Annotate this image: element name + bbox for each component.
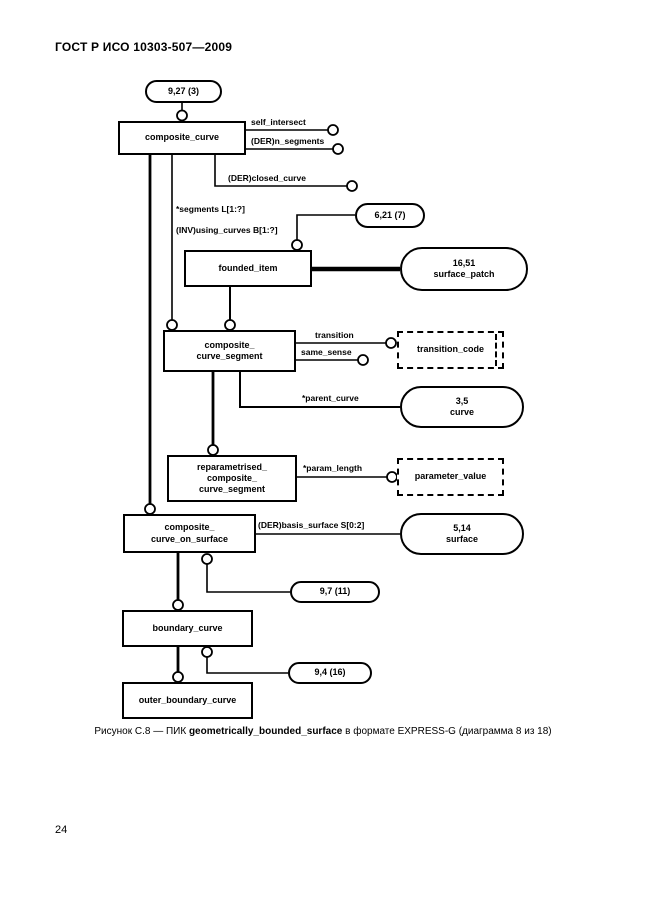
- page-ref-9-7: 9,7 (11): [290, 581, 380, 603]
- entity-label: outer_boundary_curve: [138, 694, 237, 705]
- entity-label: reparametrised_: [196, 461, 268, 472]
- page-ref-label: 9,7 (11): [319, 586, 351, 597]
- attr-label-same-sense: same_sense: [301, 347, 352, 357]
- attribute-lines: [171, 103, 400, 674]
- page-ref-6-21: 6,21 (7): [355, 203, 425, 228]
- entity-box-founded-item: founded_item: [184, 250, 312, 287]
- entity-box-composite-curve-on-surface: composite_ curve_on_surface: [123, 514, 256, 553]
- page-ref-entity: surface_patch: [433, 269, 495, 279]
- type-box-transition-code: transition_code: [397, 331, 504, 369]
- page-ref-entity: surface: [445, 534, 479, 544]
- entity-label: curve_on_surface: [150, 533, 229, 544]
- page-ref-number: 16,51: [452, 257, 476, 268]
- attr-label-self-intersect: self_intersect: [251, 117, 306, 127]
- entity-label: composite_curve: [144, 132, 220, 143]
- entity-box-reparametrised-composite-curve-segment: reparametrised_ composite_ curve_segment: [167, 455, 297, 502]
- enumeration-double-line: [495, 334, 497, 366]
- entity-box-composite-curve-segment: composite_ curve_segment: [163, 330, 296, 372]
- entity-label: composite_: [206, 472, 257, 483]
- caption-entity-name: geometrically_bounded_surface: [188, 726, 343, 737]
- entity-label: boundary_curve: [152, 622, 223, 633]
- page-ref-surface: 5,14 surface: [400, 513, 524, 555]
- caption-prefix: Рисунок С.8 — ПИК: [94, 726, 189, 737]
- entity-box-boundary-curve: boundary_curve: [122, 610, 253, 647]
- page-number: 24: [55, 824, 68, 836]
- page-ref-label: 9,4 (16): [314, 667, 346, 678]
- page-ref-curve: 3,5 curve: [400, 386, 524, 428]
- page-ref-entity: curve: [449, 407, 475, 417]
- entity-label: composite_: [164, 522, 215, 533]
- page-ref-label: 9,27 (3): [167, 85, 200, 96]
- page-ref-number: 5,14: [453, 522, 471, 533]
- terminator-circles: [144, 109, 398, 683]
- type-label: parameter_value: [414, 471, 487, 482]
- entity-box-composite-curve: composite_curve: [118, 121, 246, 155]
- page-ref-surface-patch: 16,51 surface_patch: [400, 247, 528, 291]
- page-ref-9-4: 9,4 (16): [288, 662, 372, 684]
- subtype-lines: [148, 155, 400, 672]
- attr-label-n-segments: (DER)n_segments: [251, 136, 325, 146]
- page-ref-9-27: 9,27 (3): [145, 80, 222, 103]
- page-ref-number: 3,5: [455, 395, 469, 406]
- entity-label: curve_segment: [198, 484, 266, 495]
- entity-label: founded_item: [218, 262, 278, 273]
- attr-label-parent-curve: *parent_curve: [302, 393, 359, 403]
- figure-caption: Рисунок С.8 — ПИК geometrically_bounded_…: [0, 726, 646, 737]
- attr-label-segments: *segments L[1:?]: [176, 204, 245, 214]
- attr-label-using-curves: (INV)using_curves B[1:?]: [176, 225, 278, 235]
- entity-box-outer-boundary-curve: outer_boundary_curve: [122, 682, 253, 719]
- page-ref-label: 6,21 (7): [374, 209, 406, 220]
- standard-header: ГОСТ Р ИСО 10303-507—2009: [55, 40, 233, 54]
- type-box-parameter-value: parameter_value: [397, 458, 504, 496]
- entity-label: composite_: [204, 339, 255, 350]
- attr-label-closed-curve: (DER)closed_curve: [228, 173, 306, 183]
- attr-label-basis-surface: (DER)basis_surface S[0:2]: [258, 520, 365, 530]
- type-label: transition_code: [416, 344, 484, 355]
- attr-label-param-length: *param_length: [303, 463, 363, 473]
- caption-suffix: в формате EXPRESS-G (диаграмма 8 из 18): [342, 726, 552, 737]
- entity-label: curve_segment: [196, 351, 263, 361]
- attr-label-transition: transition: [315, 330, 354, 340]
